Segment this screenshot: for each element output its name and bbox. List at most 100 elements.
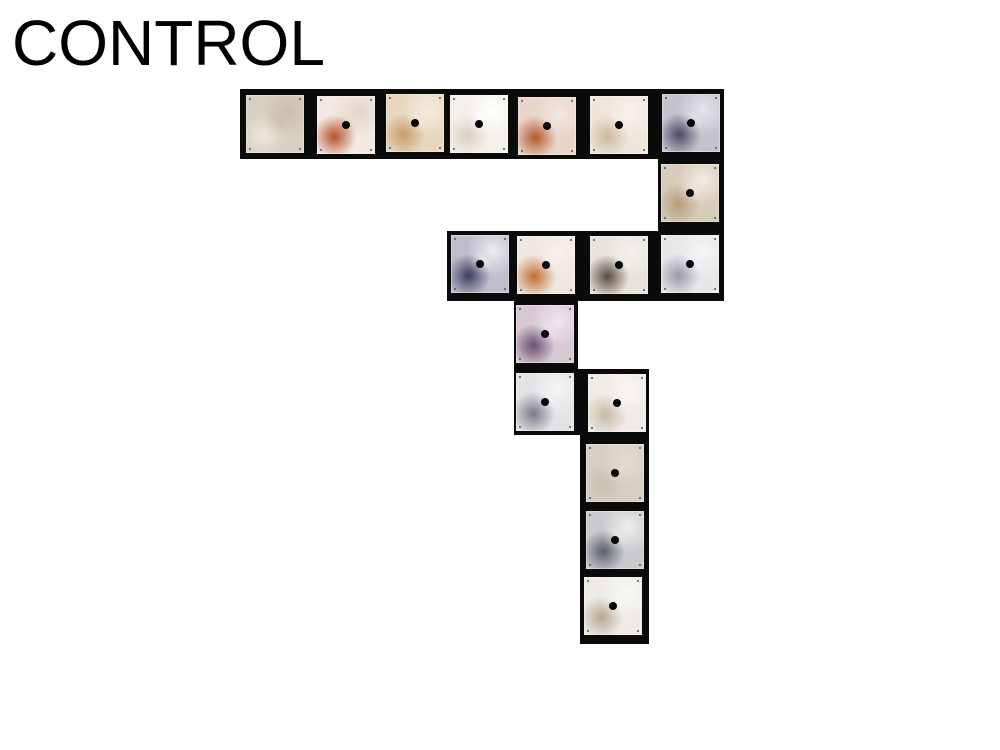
corner-pin xyxy=(593,289,595,291)
corner-pin xyxy=(503,148,505,150)
corner-pin xyxy=(570,289,572,291)
corner-pin xyxy=(569,308,571,310)
center-hole xyxy=(611,469,619,477)
corner-pin xyxy=(519,426,521,428)
corner-pin xyxy=(643,239,645,241)
corner-pin xyxy=(454,288,456,290)
sample-tile-3 xyxy=(386,94,444,152)
sample-tile-11 xyxy=(590,236,648,294)
corner-pin xyxy=(571,150,573,152)
corner-pin xyxy=(570,239,572,241)
corner-pin xyxy=(664,167,666,169)
sample-tile-6 xyxy=(590,96,648,154)
corner-pin xyxy=(569,376,571,378)
corner-pin xyxy=(320,99,322,101)
sample-tile-1 xyxy=(246,95,304,153)
center-hole xyxy=(615,121,623,129)
center-hole xyxy=(687,119,695,127)
sample-tile-15 xyxy=(588,374,646,432)
corner-pin xyxy=(370,149,372,151)
corner-pin xyxy=(520,289,522,291)
sample-tile-2 xyxy=(317,96,375,154)
sample-tile-5 xyxy=(518,97,576,155)
corner-pin xyxy=(389,97,391,99)
corner-pin xyxy=(715,147,717,149)
corner-pin xyxy=(454,238,456,240)
corner-pin xyxy=(643,289,645,291)
corner-pin xyxy=(249,148,251,150)
corner-pin xyxy=(637,630,639,632)
corner-pin xyxy=(504,288,506,290)
corner-pin xyxy=(665,147,667,149)
center-hole xyxy=(542,261,550,269)
sample-tile-17 xyxy=(586,511,644,569)
corner-pin xyxy=(569,358,571,360)
corner-pin xyxy=(641,427,643,429)
corner-pin xyxy=(299,148,301,150)
center-hole xyxy=(613,399,621,407)
corner-pin xyxy=(521,150,523,152)
corner-pin xyxy=(571,100,573,102)
corner-pin xyxy=(643,149,645,151)
corner-pin xyxy=(664,288,666,290)
center-hole xyxy=(543,122,551,130)
corner-pin xyxy=(593,149,595,151)
corner-pin xyxy=(520,239,522,241)
corner-pin xyxy=(569,426,571,428)
corner-pin xyxy=(519,308,521,310)
corner-pin xyxy=(641,377,643,379)
center-hole xyxy=(411,119,419,127)
center-hole xyxy=(541,398,549,406)
sample-tile-8 xyxy=(661,164,719,222)
corner-pin xyxy=(453,148,455,150)
sample-tile-18 xyxy=(584,577,642,635)
corner-pin xyxy=(639,514,641,516)
page-title: CONTROL xyxy=(12,7,325,79)
corner-pin xyxy=(504,238,506,240)
corner-pin xyxy=(503,98,505,100)
corner-pin xyxy=(587,630,589,632)
corner-pin xyxy=(453,98,455,100)
sample-tile-7 xyxy=(662,94,720,152)
corner-pin xyxy=(589,564,591,566)
center-hole xyxy=(541,330,549,338)
sample-tile-16 xyxy=(586,444,644,502)
center-hole xyxy=(475,120,483,128)
corner-pin xyxy=(714,238,716,240)
corner-pin xyxy=(587,580,589,582)
sample-tile-10 xyxy=(517,236,575,294)
corner-pin xyxy=(637,580,639,582)
corner-pin xyxy=(519,358,521,360)
sample-tile-12 xyxy=(661,235,719,293)
corner-pin xyxy=(591,377,593,379)
center-hole xyxy=(615,261,623,269)
corner-pin xyxy=(664,238,666,240)
corner-pin xyxy=(439,147,441,149)
corner-pin xyxy=(370,99,372,101)
center-hole xyxy=(686,189,694,197)
corner-pin xyxy=(591,427,593,429)
center-hole xyxy=(609,602,617,610)
corner-pin xyxy=(714,217,716,219)
corner-pin xyxy=(665,97,667,99)
corner-pin xyxy=(389,147,391,149)
corner-pin xyxy=(639,564,641,566)
corner-pin xyxy=(589,447,591,449)
corner-pin xyxy=(639,497,641,499)
center-hole xyxy=(476,260,484,268)
corner-pin xyxy=(249,98,251,100)
corner-pin xyxy=(439,97,441,99)
corner-pin xyxy=(593,99,595,101)
corner-pin xyxy=(589,514,591,516)
sample-tile-13 xyxy=(516,305,574,363)
sample-tile-14 xyxy=(516,373,574,431)
corner-pin xyxy=(320,149,322,151)
center-hole xyxy=(611,536,619,544)
corner-pin xyxy=(643,99,645,101)
corner-pin xyxy=(593,239,595,241)
sample-tile-9 xyxy=(451,235,509,293)
center-hole xyxy=(686,260,694,268)
corner-pin xyxy=(639,447,641,449)
